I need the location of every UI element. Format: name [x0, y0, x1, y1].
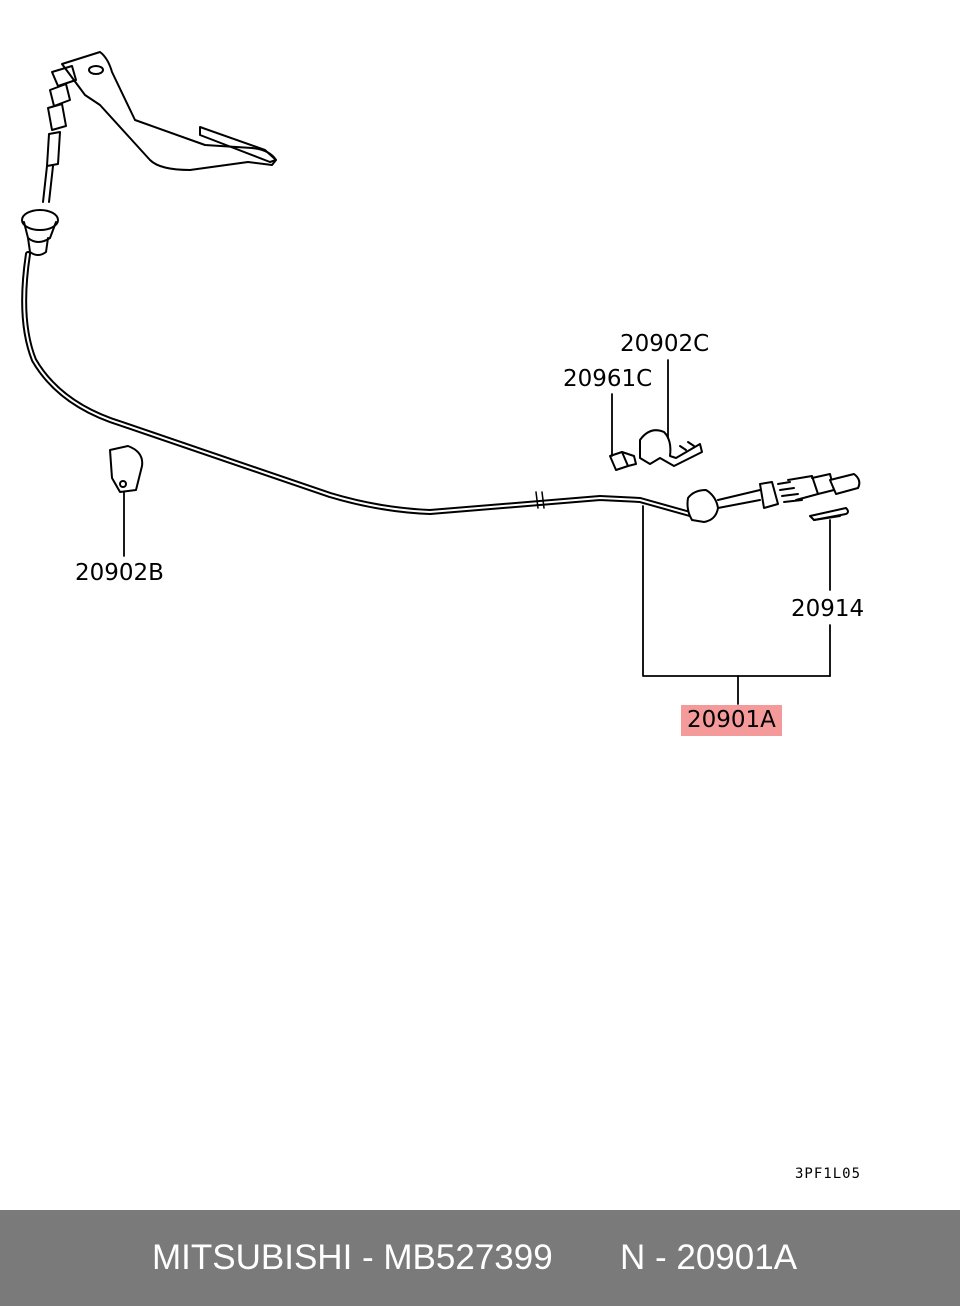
bolt-20961C — [609, 451, 637, 471]
cotter-pin-20914 — [809, 507, 849, 521]
diagram-code: 3PF1L05 — [795, 1166, 862, 1182]
callout-20902B: 20902B — [75, 560, 164, 586]
cable-end-fitting — [686, 473, 861, 523]
bracket-20902C — [639, 429, 703, 467]
footer-brand-part: MITSUBISHI - MB527399 — [152, 1238, 553, 1277]
callout-20902C: 20902C — [620, 331, 710, 357]
callout-20914: 20914 — [791, 596, 865, 622]
footer-reference: N - 20901A — [620, 1238, 798, 1277]
callout-20901A-highlighted: 20901A — [681, 705, 782, 736]
firewall-grommet — [21, 209, 59, 256]
parts-diagram — [21, 51, 861, 705]
leader-lines — [123, 359, 831, 705]
callout-20961C: 20961C — [563, 366, 653, 392]
footer-bar: MITSUBISHI - MB527399 N - 20901A — [0, 1210, 960, 1306]
clip-20902B — [109, 445, 144, 493]
clutch-pedal — [42, 51, 277, 203]
